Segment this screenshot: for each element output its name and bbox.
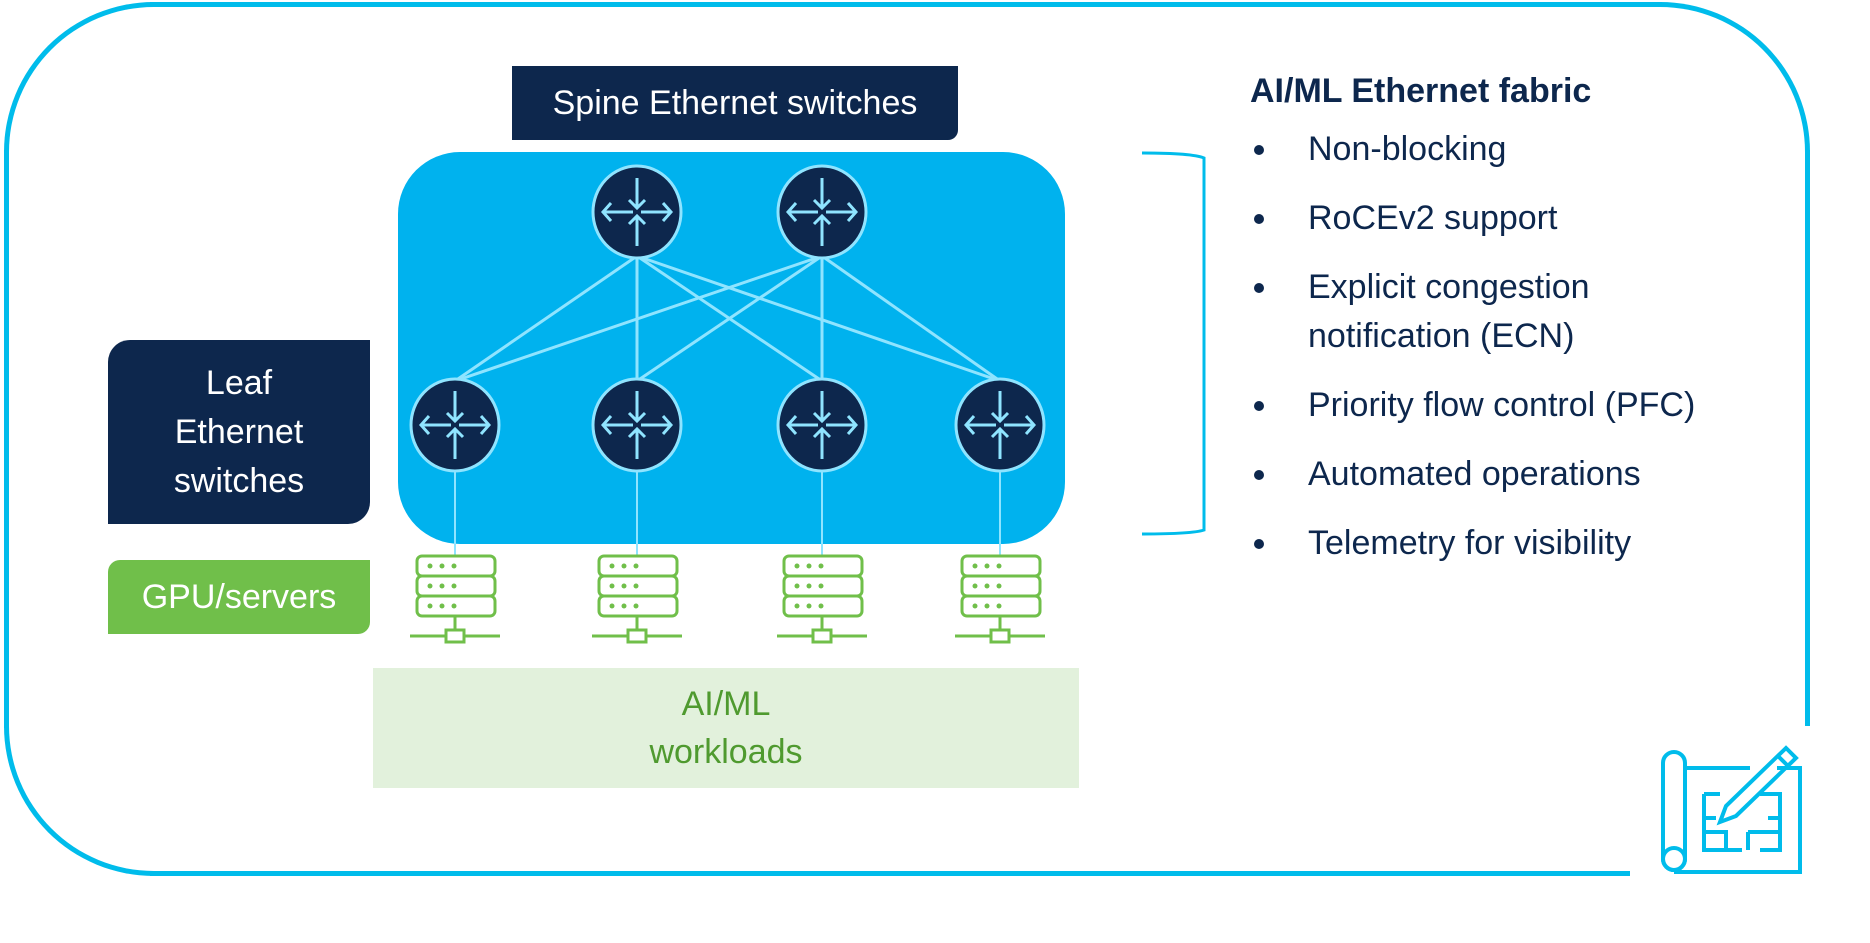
leaf-switch-icon (591, 377, 683, 473)
feature-text: Automated operations (1308, 455, 1641, 493)
server-rack-icon (592, 554, 682, 644)
bullet-icon (1254, 145, 1264, 155)
feature-item: Priority flow control (PFC) (1250, 381, 1695, 430)
bullet-icon (1254, 470, 1264, 480)
feature-text: Explicit congestion (1308, 268, 1590, 306)
feature-item: Automated operations (1250, 450, 1695, 499)
fabric-link (636, 254, 823, 383)
leaf-label-line: Ethernet (174, 412, 304, 451)
leaf-switch-icon (409, 377, 501, 473)
workloads-line: workloads (649, 733, 803, 771)
leaf-switch-icon (776, 377, 868, 473)
ai-ml-workloads-box: AI/ML workloads (373, 668, 1079, 788)
feature-text: Priority flow control (PFC) (1308, 386, 1696, 424)
leaf-label-line: switches (173, 461, 305, 500)
spine-switch-icon (591, 164, 683, 260)
gpu-servers-label: GPU/servers (108, 560, 370, 634)
features-panel: AI/ML Ethernet fabric Non-blocking RoCEv… (1250, 72, 1695, 588)
feature-text: RoCEv2 support (1308, 199, 1558, 237)
spine-label: Spine Ethernet switches (512, 66, 958, 140)
feature-item: RoCEv2 support (1250, 194, 1695, 243)
bullet-icon (1254, 401, 1264, 411)
feature-item: Non-blocking (1250, 125, 1695, 174)
leaf-label-line: Leaf (205, 363, 273, 402)
workloads-line: AI/ML (681, 685, 771, 723)
feature-text: Telemetry for visibility (1308, 524, 1632, 562)
spine-switch-icon (776, 164, 868, 260)
bullet-icon (1254, 283, 1264, 293)
bullet-icon (1254, 214, 1264, 224)
bullet-icon (1254, 539, 1264, 549)
feature-text: Non-blocking (1308, 130, 1507, 168)
gpu-servers-label-text: GPU/servers (141, 577, 337, 616)
server-rack-icon (777, 554, 867, 644)
leaf-label: Leaf Ethernet switches (108, 340, 370, 524)
frame-bottom (150, 871, 1630, 876)
frame-right (1805, 150, 1810, 726)
feature-item: Telemetry for visibility (1250, 519, 1695, 568)
features-title: AI/ML Ethernet fabric (1250, 72, 1592, 110)
fabric-bracket (1141, 151, 1206, 536)
fabric-link (454, 254, 638, 383)
feature-text: notification (ECN) (1308, 317, 1575, 355)
server-rack-icon (410, 554, 500, 644)
fabric-link (636, 254, 1001, 383)
frame-top (150, 2, 1662, 7)
frame-left (4, 150, 9, 728)
spine-label-text: Spine Ethernet switches (552, 83, 918, 122)
fabric-link (454, 254, 823, 383)
blueprint-pencil-icon (1661, 745, 1802, 874)
fabric-link (821, 254, 1001, 383)
features-list: Non-blocking RoCEv2 support Explicit con… (1250, 125, 1695, 568)
server-rack-icon (955, 554, 1045, 644)
feature-item: Explicit congestion notification (ECN) (1250, 263, 1695, 361)
leaf-switch-icon (954, 377, 1046, 473)
